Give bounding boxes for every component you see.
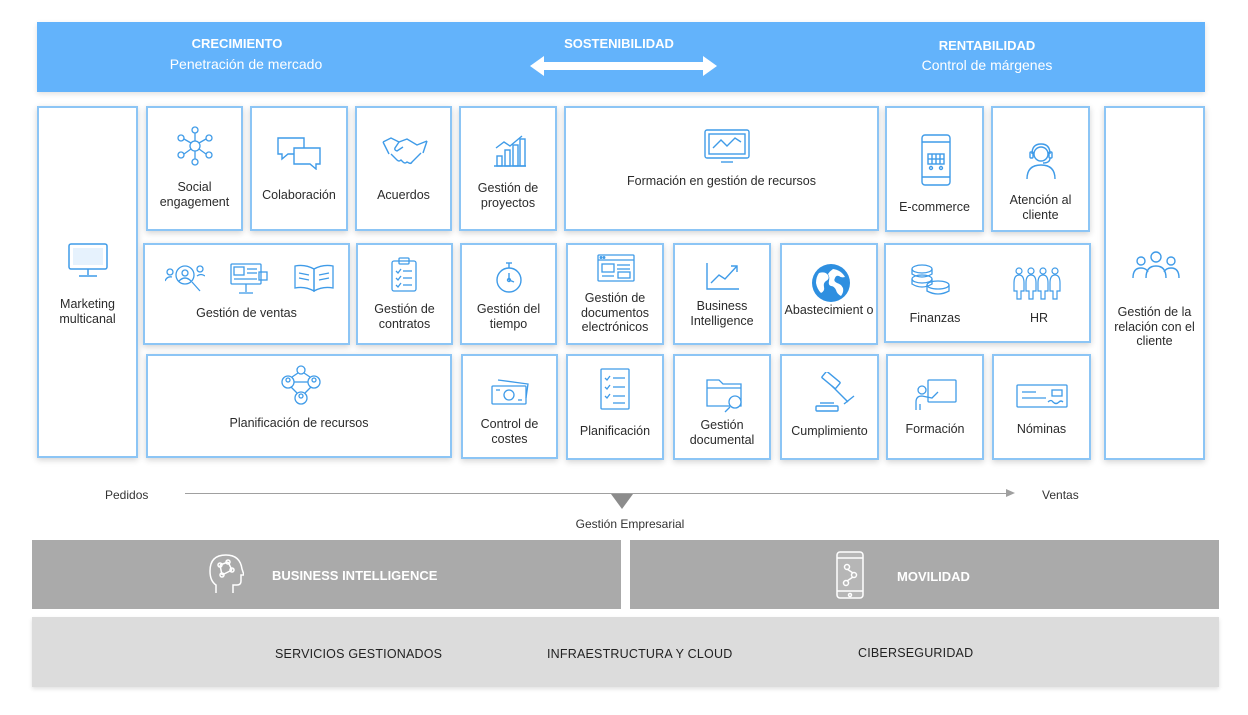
module-marketing-multicanal[interactable]: Marketing multicanal — [37, 106, 138, 458]
module-cumplimiento[interactable]: Cumplimiento — [780, 354, 879, 460]
gavel-icon — [814, 372, 856, 414]
module-nominas[interactable]: Nóminas — [992, 354, 1091, 460]
module-ecommerce[interactable]: E-commerce — [885, 106, 984, 232]
hr-label: HR — [1029, 311, 1049, 325]
double-arrow-icon — [530, 56, 717, 76]
clipboard-icon — [390, 257, 418, 293]
handshake-icon — [381, 136, 429, 166]
module-label: Cumplimiento — [791, 424, 868, 438]
module-label: Formación — [905, 422, 965, 436]
movilidad-bar[interactable]: MOVILIDAD — [630, 540, 1219, 609]
module-atencion-cliente[interactable]: Atención al cliente — [991, 106, 1090, 232]
search-users-icon — [165, 263, 205, 295]
growth-title: CRECIMIENTO — [191, 36, 283, 51]
axis-center-marker — [611, 494, 633, 509]
banknotes-icon — [490, 378, 530, 406]
module-label: Colaboración — [262, 188, 336, 202]
module-acuerdos[interactable]: Acuerdos — [355, 106, 452, 231]
module-planificacion-recursos[interactable]: Planificación de recursos — [146, 354, 452, 458]
globe-icon — [811, 263, 851, 303]
module-label: Control de costes — [480, 417, 539, 446]
module-business-intelligence[interactable]: Business Intelligence — [673, 243, 771, 345]
module-label: Gestión de proyectos — [477, 181, 539, 210]
module-label: Marketing multicanal — [59, 297, 116, 326]
module-label: Planificación — [579, 424, 651, 438]
module-label: Gestión del tiempo — [476, 302, 541, 331]
browser-window-icon — [596, 253, 636, 283]
module-label: E-commerce — [899, 200, 970, 214]
module-gestion-ventas[interactable]: Gestión de ventas — [143, 243, 350, 345]
module-crm[interactable]: Gestión de la relación con el cliente — [1104, 106, 1205, 460]
module-colaboracion[interactable]: Colaboración — [250, 106, 348, 231]
smartphone-icon — [836, 551, 864, 599]
folder-search-icon — [705, 374, 747, 414]
module-label: Gestión documental — [689, 418, 755, 447]
bi-bar-label: BUSINESS INTELLIGENCE — [272, 568, 438, 583]
module-gestion-proyectos[interactable]: Gestión de proyectos — [459, 106, 557, 231]
axis-line — [185, 493, 1010, 494]
stopwatch-icon — [494, 261, 524, 295]
module-label: Formación en gestión de recursos — [627, 174, 816, 188]
open-book-icon — [293, 263, 335, 293]
headset-person-icon — [1023, 142, 1059, 180]
module-gestion-tiempo[interactable]: Gestión del tiempo — [460, 243, 557, 345]
bar-chart-icon — [493, 134, 527, 168]
module-formacion[interactable]: Formación — [886, 354, 984, 460]
movilidad-bar-label: MOVILIDAD — [897, 569, 970, 584]
module-formacion-recursos[interactable]: Formación en gestión de recursos — [564, 106, 879, 231]
finanzas-label: Finanzas — [909, 311, 961, 325]
people-group-icon — [1132, 248, 1180, 284]
network-icon — [175, 126, 215, 166]
axis-left-label: Pedidos — [105, 488, 149, 502]
check-icon — [1016, 384, 1068, 408]
team-icon — [1012, 267, 1062, 301]
module-label: Acuerdos — [377, 188, 430, 202]
module-label: Atención al cliente — [1009, 193, 1072, 222]
trend-chart-icon — [705, 261, 741, 291]
service-cybersecurity[interactable]: CIBERSEGURIDAD — [858, 646, 974, 660]
chat-bubbles-icon — [276, 136, 322, 170]
module-label: Planificación de recursos — [229, 416, 369, 430]
module-finanzas-hr[interactable]: Finanzas HR — [884, 243, 1091, 343]
module-planificacion[interactable]: Planificación — [566, 354, 664, 460]
module-label: Social engagement — [159, 180, 230, 209]
module-abastecimiento[interactable]: Abastecimient o — [780, 243, 878, 345]
monitor-icon — [67, 242, 109, 280]
module-gestion-contratos[interactable]: Gestión de contratos — [356, 243, 453, 345]
service-managed[interactable]: SERVICIOS GESTIONADOS — [275, 647, 443, 661]
axis-right-label: Ventas — [1042, 488, 1079, 502]
module-label: Abastecimient o — [784, 303, 874, 317]
module-label: Nóminas — [1016, 422, 1067, 436]
module-label: Gestión de documentos electrónicos — [580, 291, 650, 334]
resource-network-icon — [276, 364, 326, 408]
phone-cart-icon — [921, 134, 951, 186]
module-gestion-documental[interactable]: Gestión documental — [673, 354, 771, 460]
business-intelligence-bar[interactable]: BUSINESS INTELLIGENCE — [32, 540, 621, 609]
profit-subtitle: Control de márgenes — [921, 57, 1053, 73]
module-documentos-electronicos[interactable]: Gestión de documentos electrónicos — [566, 243, 664, 345]
module-label: Gestión de la relación con el cliente — [1114, 305, 1195, 348]
coins-icon — [908, 263, 952, 299]
strategy-bar: CRECIMIENTO Penetración de mercado SOSTE… — [37, 22, 1205, 92]
module-label: Gestión de contratos — [374, 302, 435, 331]
sustainability-title: SOSTENIBILIDAD — [564, 36, 674, 51]
brain-icon — [208, 553, 244, 595]
axis-arrowhead — [1006, 489, 1015, 497]
service-infrastructure[interactable]: INFRAESTRUCTURA Y CLOUD — [547, 647, 733, 661]
axis-center-label: Gestión Empresarial — [575, 517, 685, 531]
presentation-icon — [703, 128, 751, 164]
checklist-icon — [600, 368, 630, 410]
whiteboard-icon — [914, 378, 958, 412]
services-bar: SERVICIOS GESTIONADOS INFRAESTRUCTURA Y … — [32, 617, 1219, 687]
module-label: Business Intelligence — [690, 299, 754, 328]
growth-subtitle: Penetración de mercado — [169, 56, 323, 72]
profit-title: RENTABILIDAD — [938, 38, 1036, 53]
module-social-engagement[interactable]: Social engagement — [146, 106, 243, 231]
module-label: Gestión de ventas — [196, 306, 297, 320]
module-control-costes[interactable]: Control de costes — [461, 354, 558, 459]
presentation-screen-icon — [229, 262, 269, 296]
